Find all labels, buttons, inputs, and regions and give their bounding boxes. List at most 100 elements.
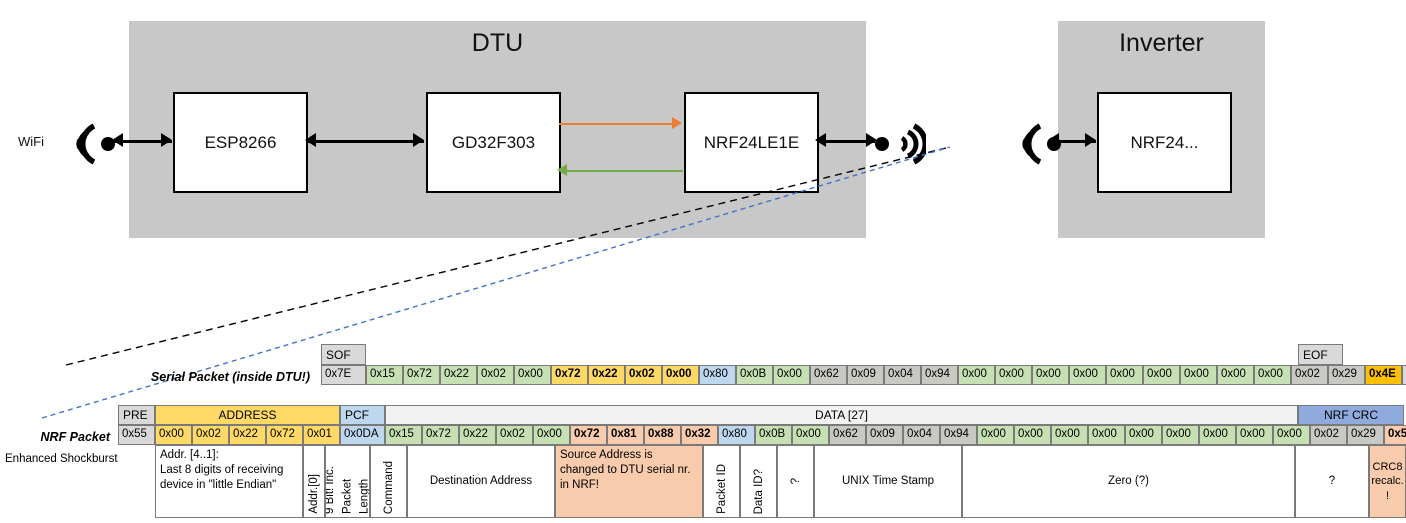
desc-packet-id-text: Packet ID — [715, 464, 728, 514]
gd32-to-nrf-orange-line — [559, 123, 673, 125]
nrf-byte-18: 0x00 — [1051, 425, 1088, 445]
dtu-title: DTU — [471, 29, 524, 57]
wifi-to-esp-arrow-right — [161, 133, 172, 147]
nrf-address-byte-1: 0x02 — [192, 425, 229, 445]
serial-sof-header: SOF — [321, 344, 366, 365]
desc-crc8: CRC8 recalc. ! — [1369, 445, 1406, 518]
description-row: Addr. [4..1]: Last 8 digits of receiving… — [155, 445, 1406, 518]
esp-to-gd32-arrow-left — [305, 133, 316, 147]
nrf-byte-11: 0x00 — [792, 425, 829, 445]
serial-byte-18: 0x00 — [1032, 365, 1069, 385]
serial-byte-17: 0x00 — [995, 365, 1032, 385]
serial-eof-header: EOF — [1298, 344, 1343, 365]
nrf-byte-21: 0x00 — [1162, 425, 1199, 445]
desc-source-address-text: Source Address is changed to DTU serial … — [560, 449, 691, 492]
nrf-byte-25: 0x02 — [1310, 425, 1347, 445]
serial-byte-16: 0x00 — [958, 365, 995, 385]
desc-destination-address: Destination Address — [407, 445, 555, 518]
chip-esp8266: ESP8266 — [173, 92, 308, 193]
nrf-pcf-value: 0x0DA — [340, 425, 385, 445]
chip-nrf24le1e: NRF24LE1E — [684, 92, 819, 193]
nrf-byte-26: 0x29 — [1347, 425, 1384, 445]
desc-unix-time-stamp-text: UNIX Time Stamp — [841, 474, 935, 487]
serial-byte-23: 0x00 — [1217, 365, 1254, 385]
nrf-to-gd32-green-arrow — [557, 164, 567, 176]
desc-crc8-text: CRC8 recalc. ! — [1371, 460, 1404, 502]
serial-byte-22: 0x00 — [1180, 365, 1217, 385]
nrf-byte-0: 0x15 — [385, 425, 422, 445]
nrf-byte-5: 0x72 — [570, 425, 607, 445]
serial-byte-9: 0x80 — [699, 365, 736, 385]
desc-address: Addr. [4..1]: Last 8 digits of receiving… — [155, 445, 303, 518]
desc-packet-id: Packet ID — [703, 445, 740, 518]
wifi-to-esp-line — [114, 140, 172, 143]
serial-byte-3: 0x02 — [477, 365, 514, 385]
inverter-antenna-arrow-right — [1085, 133, 1096, 147]
inverter-rf-antenna-icon — [1010, 113, 1068, 175]
desc-addr0-text: Addr.[0] — [308, 474, 320, 514]
serial-byte-8: 0x00 — [662, 365, 699, 385]
nrf-packet-label: NRF Packet — [40, 430, 110, 444]
serial-byte-7: 0x02 — [625, 365, 662, 385]
desc-data-id: Data ID? — [740, 445, 777, 518]
desc-destination-address-text: Destination Address — [429, 474, 533, 487]
desc-unknown-2: ? — [1295, 445, 1369, 518]
nrf-byte-4: 0x00 — [533, 425, 570, 445]
chip-esp8266-label: ESP8266 — [204, 132, 277, 152]
nrf-byte-23: 0x00 — [1236, 425, 1273, 445]
chip-gd32f303: GD32F303 — [426, 92, 561, 193]
esp-to-gd32-arrow-right — [413, 133, 424, 147]
nrf-byte-19: 0x00 — [1088, 425, 1125, 445]
nrf-byte-2: 0x22 — [459, 425, 496, 445]
desc-address-text: Addr. [4..1]: Last 8 digits of receiving… — [160, 449, 284, 492]
desc-pcf: 9 Bit! Inc. Packet Length — [325, 445, 370, 518]
desc-data-id-text: Data ID? — [752, 468, 765, 514]
serial-byte-6: 0x22 — [588, 365, 625, 385]
desc-command: Command — [370, 445, 407, 518]
block-diagram: DTU Inverter ESP8266 GD32F303 NRF24LE1E … — [18, 21, 1265, 238]
chip-nrf24: NRF24... — [1097, 92, 1232, 193]
serial-byte-10: 0x0B — [736, 365, 773, 385]
nrf-data-header: DATA [27] — [385, 405, 1298, 425]
wifi-label: WiFi — [18, 134, 44, 149]
esp-to-gd32-line — [306, 140, 424, 143]
nrf-packet-sublabel: Enhanced Shockburst — [5, 453, 118, 465]
desc-pcf-text: 9 Bit! Inc. Packet Length — [325, 466, 370, 514]
nrf-address-byte-4: 0x01 — [303, 425, 340, 445]
gd32-to-nrf-orange-arrow — [672, 117, 682, 129]
inverter-antenna-to-nrf-line — [1050, 140, 1096, 143]
nrf-pre-value: 0x55 — [118, 425, 155, 445]
chip-nrf24le1e-label: NRF24LE1E — [703, 132, 800, 152]
serial-eof-value: 0x7F — [1402, 365, 1406, 385]
desc-unix-time-stamp: UNIX Time Stamp — [814, 445, 962, 518]
desc-addr0: Addr.[0] — [303, 445, 325, 518]
inverter-antenna-arrow-left — [1048, 133, 1059, 147]
serial-byte-20: 0x00 — [1106, 365, 1143, 385]
nrf-byte-27: 0x55 — [1384, 425, 1406, 445]
nrf-byte-13: 0x09 — [866, 425, 903, 445]
serial-packet-label: Serial Packet (inside DTU!) — [150, 370, 310, 384]
serial-byte-5: 0x72 — [551, 365, 588, 385]
dtu-rf-antenna-icon — [868, 113, 928, 175]
serial-byte-25: 0x02 — [1291, 365, 1328, 385]
nrf-address-byte-3: 0x72 — [266, 425, 303, 445]
desc-unknown-2-text: ? — [1328, 474, 1336, 487]
nrf-byte-17: 0x00 — [1014, 425, 1051, 445]
serial-byte-14: 0x04 — [884, 365, 921, 385]
chip-gd32f303-label: GD32F303 — [451, 132, 536, 152]
desc-source-address: Source Address is changed to DTU serial … — [555, 445, 703, 518]
serial-byte-21: 0x00 — [1143, 365, 1180, 385]
nrf-byte-1: 0x72 — [422, 425, 459, 445]
serial-byte-4: 0x00 — [514, 365, 551, 385]
chip-nrf24-label: NRF24... — [1130, 132, 1199, 152]
serial-byte-19: 0x00 — [1069, 365, 1106, 385]
nrf-byte-22: 0x00 — [1199, 425, 1236, 445]
nrf-pcf-header: PCF — [340, 405, 385, 425]
desc-zero-text: Zero (?) — [1108, 474, 1149, 487]
nrf-byte-15: 0x94 — [940, 425, 977, 445]
nrf-byte-20: 0x00 — [1125, 425, 1162, 445]
serial-byte-12: 0x62 — [810, 365, 847, 385]
